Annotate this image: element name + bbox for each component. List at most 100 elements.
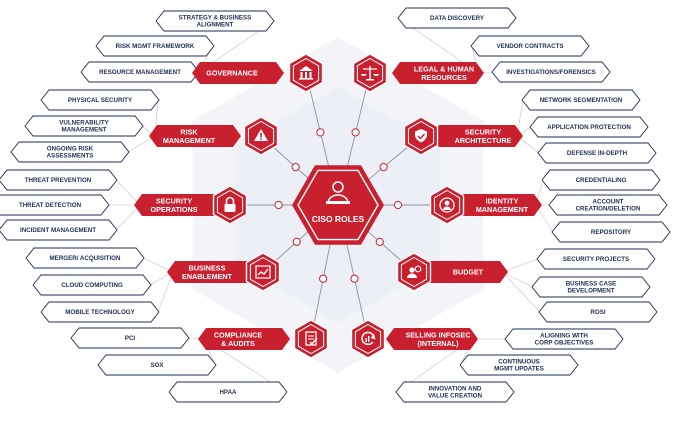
category-label: SECURITY: [465, 127, 502, 136]
category-label: MANAGEMENT: [476, 205, 529, 214]
item-label: ONGOING RISK: [47, 146, 94, 153]
item-risk-management-1: PHYSICAL SECURITY: [40, 89, 160, 111]
item-label: RISK MGMT FRAMEWORK: [116, 43, 195, 50]
item-label: ALIGNMENT: [197, 22, 234, 29]
item-identity-management-3: REPOSITORY: [551, 221, 671, 243]
item-legal-human-resources-1: DATA DISCOVERY: [397, 7, 517, 29]
item-label: MGMT UPDATES: [494, 366, 544, 373]
item-label: PHYSICAL SECURITY: [68, 97, 133, 104]
item-label: RESOURCE MANAGEMENT: [99, 69, 181, 76]
growth-chart-icon: [245, 252, 281, 292]
item-compliance-audits-1: PCI: [70, 327, 190, 349]
category-label: ENABLEMENT: [182, 272, 233, 281]
category-governance: GOVERNANCE: [192, 53, 324, 93]
item-label: CLOUD COMPUTING: [61, 282, 123, 289]
item-label: BUSINESS CASE: [566, 281, 617, 288]
item-label: DEVELOPMENT: [567, 288, 614, 295]
padlock-icon: [212, 185, 248, 225]
category-label: COMPLIANCE: [214, 330, 263, 339]
item-budget-3: ROSI: [538, 301, 658, 323]
item-label: THREAT DETECTION: [19, 202, 82, 209]
user-circle-icon: [429, 185, 465, 225]
center-ciso-roles: CISO ROLES: [292, 165, 384, 245]
item-label: CREDENTIALING: [576, 177, 627, 184]
item-label: NETWORK SEGMENTATION: [540, 97, 623, 104]
category-label: OPERATIONS: [151, 205, 198, 214]
item-label: DEFENSE IN-DEPTH: [567, 150, 628, 157]
item-label: INCIDENT MANAGEMENT: [20, 227, 96, 234]
category-label: BUSINESS: [189, 263, 226, 272]
item-security-architecture-3: DEFENSE IN-DEPTH: [537, 142, 657, 164]
item-legal-human-resources-2: VENDOR CONTRACTS: [470, 35, 590, 57]
item-label: THREAT PREVENTION: [25, 177, 92, 184]
item-label: MERGER/ ACQUISITION: [50, 255, 121, 262]
item-budget-1: SECURITY PROJECTS: [536, 248, 656, 270]
item-governance-3: RESOURCE MANAGEMENT: [80, 61, 200, 83]
item-label: MOBILE TECHNOLOGY: [65, 309, 135, 316]
category-label: (INTERNAL): [417, 339, 459, 348]
scales-icon: [352, 53, 388, 93]
item-label: CORP OBJECTIVES: [535, 340, 594, 347]
item-label: STRATEGY & BUSINESS: [179, 15, 252, 22]
item-label: ROSI: [590, 309, 605, 316]
checklist-icon: [293, 319, 329, 359]
item-security-architecture-2: APPLICATION PROTECTION: [529, 116, 649, 138]
category-label: MANAGEMENT: [163, 136, 216, 145]
item-label: INVESTIGATIONS/FORENSICS: [506, 69, 596, 76]
item-label: REPOSITORY: [591, 229, 632, 236]
item-legal-human-resources-3: INVESTIGATIONS/FORENSICS: [491, 61, 611, 83]
category-selling-infosec: SELLING INFOSEC(INTERNAL): [350, 319, 478, 359]
item-label: SOX: [150, 362, 164, 369]
item-label: ACCOUNT: [593, 199, 624, 206]
item-security-operations-1: THREAT PREVENTION: [0, 169, 118, 191]
government-building-icon: [288, 53, 324, 93]
item-label: CREATION/DELETION: [576, 206, 641, 213]
item-business-enablement-1: MERGER/ ACQUISITION: [25, 247, 145, 269]
item-security-architecture-1: NETWORK SEGMENTATION: [521, 89, 641, 111]
category-label: & AUDITS: [221, 339, 255, 348]
item-label: VALUE CREATION: [428, 393, 483, 400]
category-budget: BUDGET: [396, 252, 508, 292]
category-label: IDENTITY: [486, 196, 519, 205]
item-compliance-audits-3: HPAA: [168, 381, 288, 403]
item-business-enablement-2: CLOUD COMPUTING: [32, 274, 152, 296]
budget-person-icon: [396, 252, 432, 292]
item-business-enablement-3: MOBILE TECHNOLOGY: [40, 301, 160, 323]
item-label: VULNERABILITY: [59, 120, 109, 127]
person-at-laptop-icon: [326, 181, 350, 204]
item-identity-management-1: CREDENTIALING: [541, 169, 661, 191]
category-label: ARCHITECTURE: [455, 136, 512, 145]
item-label: ASSESSMENTS: [47, 153, 94, 160]
shield-check-icon: [403, 116, 439, 156]
item-label: VENDOR CONTRACTS: [496, 43, 563, 50]
item-security-operations-2: THREAT DETECTION: [0, 194, 110, 216]
item-label: INNOVATION AND: [429, 386, 482, 393]
refresh-cycle-icon: [350, 319, 386, 359]
category-label: LEGAL & HUMAN: [414, 64, 474, 73]
category-label: SELLING INFOSEC: [405, 330, 470, 339]
warning-icon: [243, 116, 279, 156]
item-label: ALIGNING WITH: [540, 333, 588, 340]
item-label: MANAGEMENT: [61, 127, 106, 134]
item-label: HPAA: [219, 389, 237, 396]
item-label: CONTINUOUS: [498, 359, 540, 366]
item-security-operations-3: INCIDENT MANAGEMENT: [0, 219, 118, 241]
category-label: GOVERNANCE: [206, 69, 258, 78]
item-label: APPLICATION PROTECTION: [547, 124, 631, 131]
item-label: DATA DISCOVERY: [430, 15, 485, 22]
